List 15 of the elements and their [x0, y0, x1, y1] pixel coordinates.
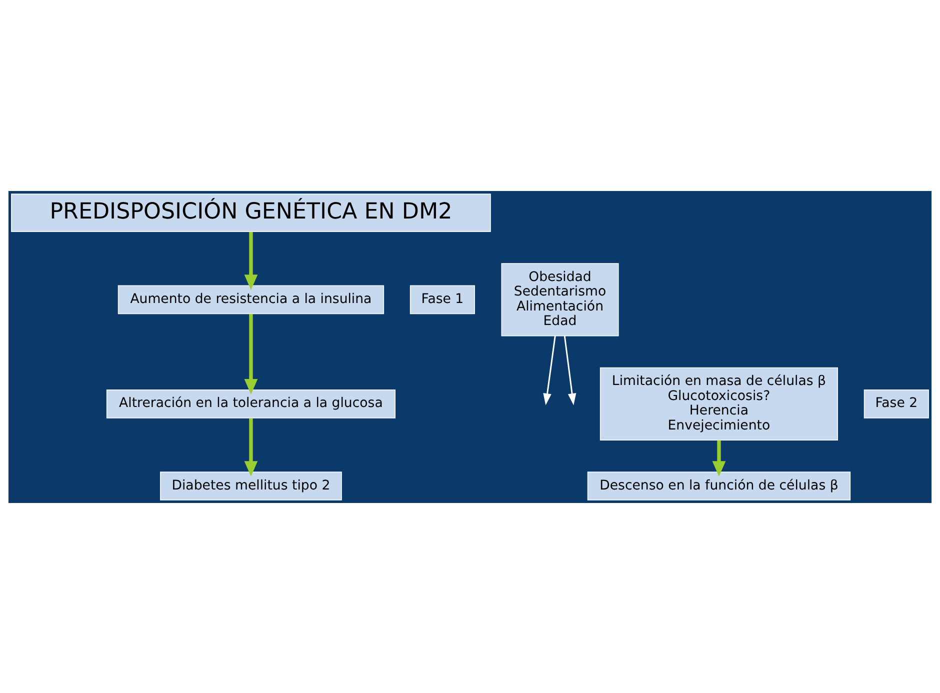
node-box: Obesidad Sedentarismo Alimentación Edad [501, 262, 619, 336]
arrow [712, 440, 726, 476]
arrow [244, 313, 258, 394]
node-box: Fase 2 [864, 389, 929, 418]
arrow [564, 335, 576, 405]
node-box: Diabetes mellitus tipo 2 [160, 471, 342, 500]
node-box: Altreración en la tolerancia a la glucosa [106, 389, 396, 418]
arrow [543, 335, 556, 405]
arrow [244, 418, 258, 476]
node-box: Limitación en masa de células β Glucotoxicosis? Herencia Envejecimiento [600, 366, 838, 440]
node-box: PREDISPOSICIÓN GENÉTICA EN DM2 [11, 193, 491, 232]
node-box: Descenso en la función de células β [587, 471, 851, 500]
arrow [244, 231, 258, 290]
node-box: Aumento de resistencia a la insulina [118, 284, 384, 314]
node-box: Fase 1 [410, 284, 475, 314]
